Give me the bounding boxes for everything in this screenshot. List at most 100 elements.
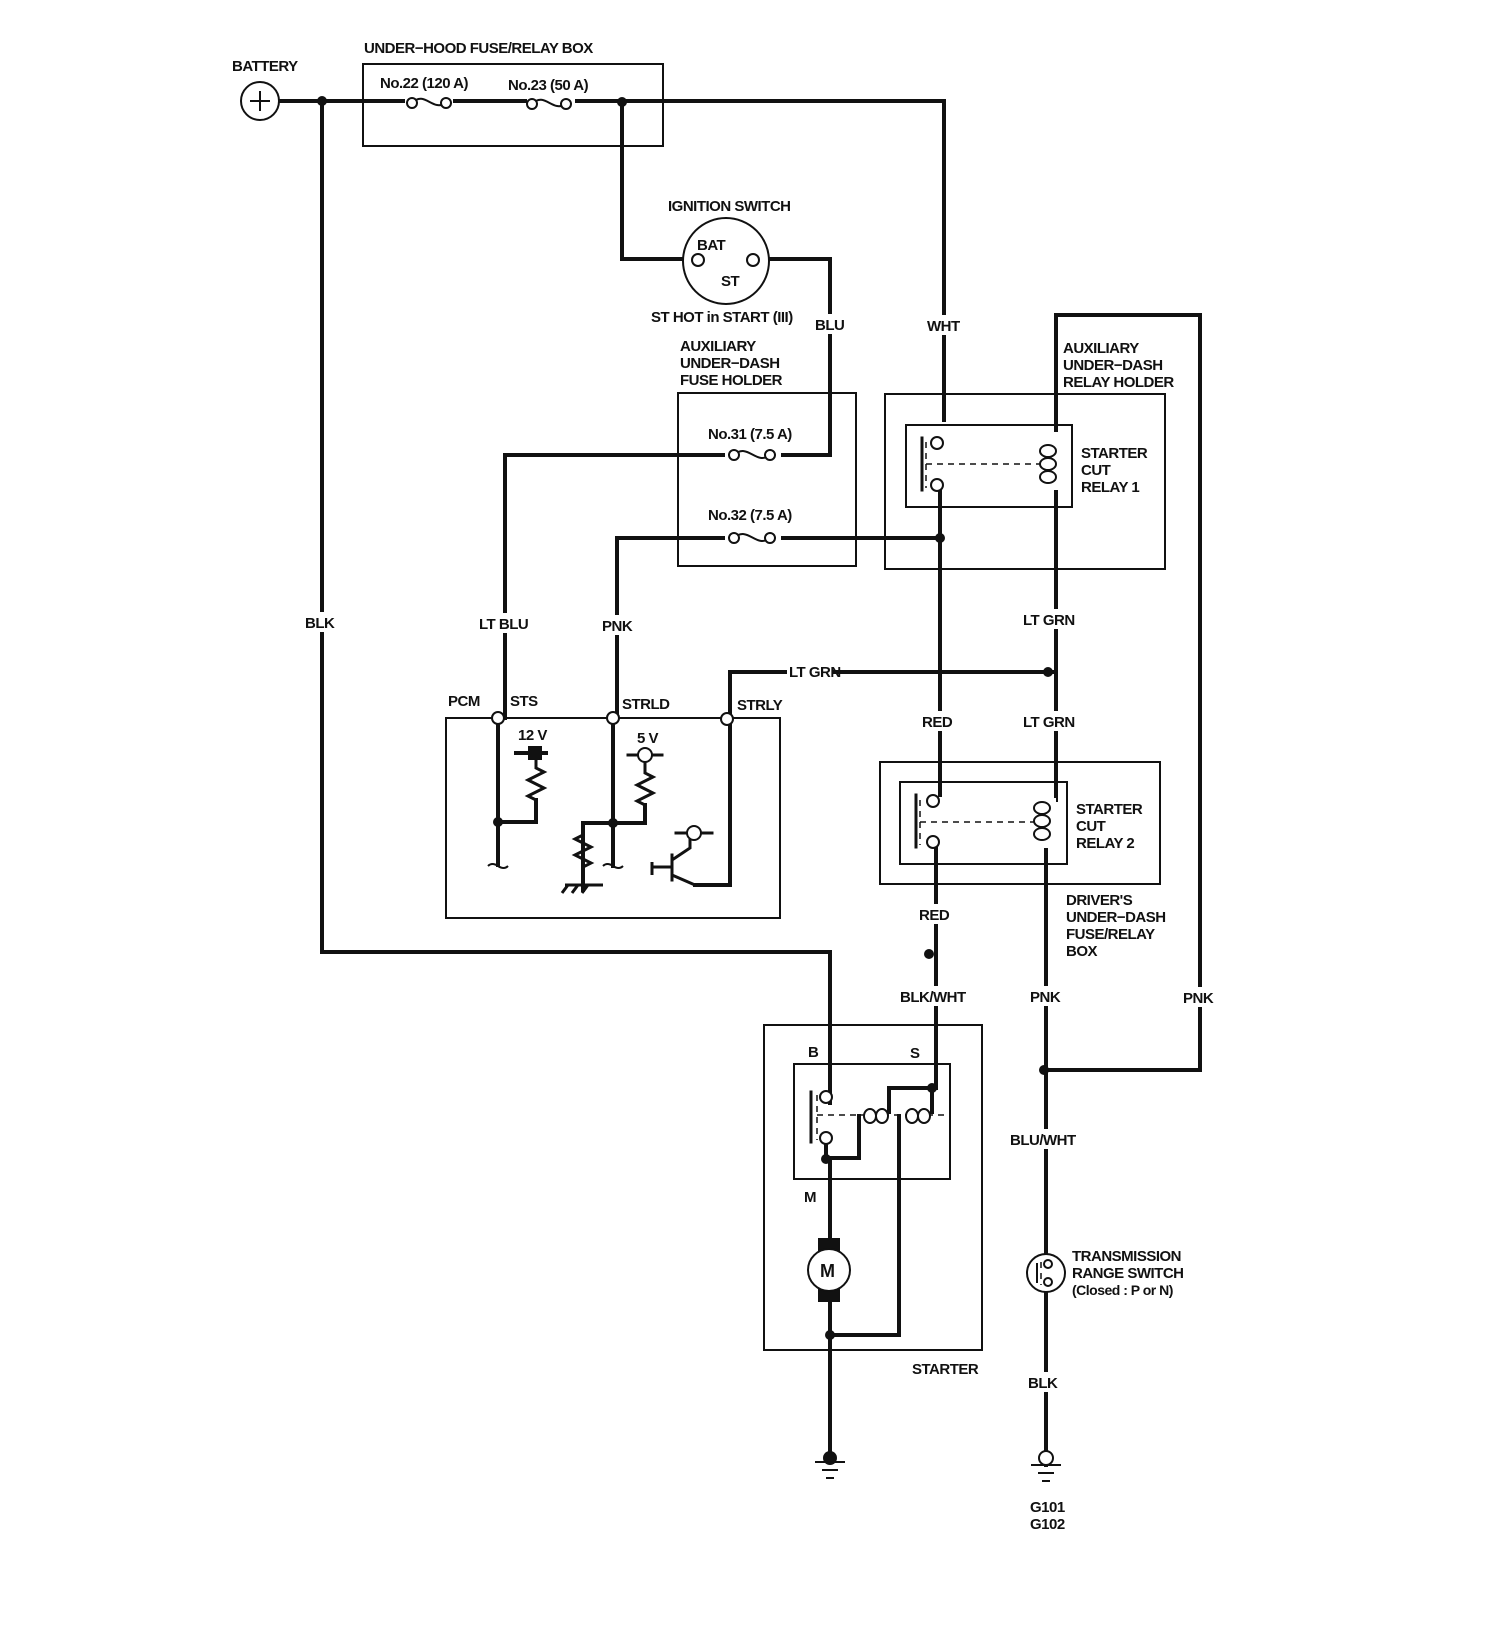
resistor-icon	[524, 758, 548, 802]
wire-label-pnk-right: PNK	[1183, 990, 1214, 1007]
drivers-under-dash-fuse-relay-box: STARTER CUT RELAY 2 DRIVER'S UNDER−DASH …	[879, 667, 1166, 1075]
wire-label-lt-grn-v2: LT GRN	[1023, 714, 1075, 731]
aux-fuse-holder-label-3: FUSE HOLDER	[680, 372, 783, 389]
aux-relay-holder-label-2: UNDER−DASH	[1063, 357, 1163, 374]
chassis-ground-icon	[602, 863, 624, 869]
starter-solenoid-outline	[793, 1063, 951, 1180]
fuse31-icon	[725, 449, 781, 461]
aux-relay-holder-outline	[884, 393, 1166, 570]
pcm-outline	[445, 717, 781, 919]
junction-dot	[608, 818, 618, 828]
pcm-12v-label: 12 V	[518, 727, 547, 744]
fuse32-icon	[725, 532, 781, 544]
aux-relay-holder-label-1: AUXILIARY	[1063, 340, 1139, 357]
drivers-box-label-4: BOX	[1066, 943, 1098, 960]
ignition-st-terminal: ST	[721, 273, 740, 290]
pcm-strly-label: STRLY	[737, 697, 783, 714]
wire-label-blu-wht: BLU/WHT	[1010, 1132, 1076, 1149]
fuse31-label: No.31 (7.5 A)	[708, 426, 792, 443]
wire-lt-blu	[503, 453, 737, 720]
relay2-label-1: STARTER	[1076, 801, 1143, 818]
chassis-ground-icon	[487, 863, 509, 869]
wire-blk-battery-starter	[320, 99, 832, 1105]
aux-relay-holder-label-3: RELAY HOLDER	[1063, 374, 1174, 391]
trs-label-1: TRANSMISSION	[1072, 1248, 1181, 1265]
drivers-box-label-2: UNDER−DASH	[1066, 909, 1166, 926]
ignition-bat-terminal: BAT	[697, 237, 726, 254]
pcm-strly-terminal	[720, 712, 734, 726]
solenoid-coil-icon	[863, 1108, 931, 1124]
terminal-icon	[746, 253, 760, 267]
ground-icon	[1031, 1464, 1061, 1482]
fuse22-icon	[405, 95, 453, 109]
fuse22-label: No.22 (120 A)	[380, 75, 468, 92]
wire-battery-main	[266, 99, 946, 422]
relay2-switch-icon	[914, 793, 1040, 849]
trs-label-2: RANGE SWITCH	[1072, 1265, 1184, 1282]
wire-labels: BLK BLU WHT LT BLU PNK LT GRN LT GRN RED…	[303, 314, 1217, 1392]
drivers-box-outline	[879, 761, 1161, 885]
resistor-icon	[571, 833, 595, 885]
starter-s-label: S	[910, 1045, 920, 1062]
relay1-label-1: STARTER	[1081, 445, 1148, 462]
transistor-icon	[650, 825, 714, 887]
fuse23-icon	[526, 96, 575, 110]
starter-label: STARTER	[912, 1361, 979, 1378]
supply-terminal-icon	[637, 747, 653, 763]
drivers-box-label-1: DRIVER'S	[1066, 892, 1133, 909]
junction-dot	[935, 533, 945, 543]
battery: BATTERY	[232, 58, 327, 121]
pcm-label: PCM	[448, 693, 480, 710]
aux-under-dash-fuse-holder: AUXILIARY UNDER−DASH FUSE HOLDER No.31 (…	[677, 338, 857, 567]
junction-dot	[1043, 667, 1053, 677]
starter-m-label: M	[804, 1189, 816, 1206]
aux-fuse-holder-outline	[677, 392, 857, 567]
ignition-switch-label: IGNITION SWITCH	[668, 198, 791, 215]
terminal-icon	[1043, 1259, 1053, 1269]
ground-g101-g102: G101 G102	[1030, 1450, 1065, 1533]
junction-dot	[317, 96, 327, 106]
pcm-strld-terminal	[606, 711, 620, 725]
relay1-label-2: CUT	[1081, 462, 1111, 479]
junction-dot	[927, 1083, 937, 1093]
relay1-label-3: RELAY 1	[1081, 479, 1139, 496]
starter-cut-relay-1-outline	[905, 424, 1073, 508]
battery-label: BATTERY	[232, 58, 298, 75]
wire-label-blk: BLK	[305, 615, 335, 632]
ignition-switch-icon	[682, 217, 770, 305]
wire-label-lt-blu: LT BLU	[479, 616, 528, 633]
ground-starter	[815, 1451, 845, 1479]
wire-pnk-right	[1044, 313, 1202, 1072]
relay1-switch-icon	[920, 436, 1045, 492]
junction-dot	[821, 1154, 831, 1164]
wire-to-ignition-bat	[620, 99, 692, 261]
under-hood-fuse-relay-box: UNDER−HOOD FUSE/RELAY BOX No.22 (120 A) …	[362, 40, 664, 147]
wire-label-red-1: RED	[922, 714, 953, 731]
trs-label-3: (Closed : P or N)	[1072, 1282, 1173, 1298]
drivers-box-label-3: FUSE/RELAY	[1066, 926, 1155, 943]
resistor-icon	[633, 760, 657, 807]
under-hood-box-label: UNDER−HOOD FUSE/RELAY BOX	[364, 40, 593, 57]
aux-fuse-holder-label-1: AUXILIARY	[680, 338, 756, 355]
wire-solenoid-hold	[824, 1114, 861, 1160]
ground-label-g101: G101	[1030, 1499, 1065, 1516]
ground-label-g102: G102	[1030, 1516, 1065, 1533]
ground-icon	[815, 1461, 845, 1479]
junction-dot	[825, 1330, 835, 1340]
relay1-coil-icon	[1039, 440, 1066, 490]
relay2-label-2: CUT	[1076, 818, 1106, 835]
pcm: PCM STS STRLD STRLY 12 V 5 V	[445, 693, 783, 919]
starter-cut-relay-2-outline	[899, 781, 1068, 865]
wire-strly-internal	[693, 716, 732, 887]
wire-label-pnk-strld: PNK	[602, 618, 633, 635]
relay2-label-3: RELAY 2	[1076, 835, 1134, 852]
wire-coil-to-motor	[828, 1114, 901, 1337]
pcm-sts-label: STS	[510, 693, 538, 710]
relay2-coil-icon	[1033, 798, 1056, 848]
pcm-strld-label: STRLD	[622, 696, 670, 713]
terminal-icon	[1043, 1277, 1053, 1287]
wire-label-blk-ground: BLK	[1028, 1375, 1058, 1392]
pcm-sts-terminal	[491, 711, 505, 725]
aux-under-dash-relay-holder: AUXILIARY UNDER−DASH RELAY HOLDER STARTE…	[884, 340, 1175, 570]
